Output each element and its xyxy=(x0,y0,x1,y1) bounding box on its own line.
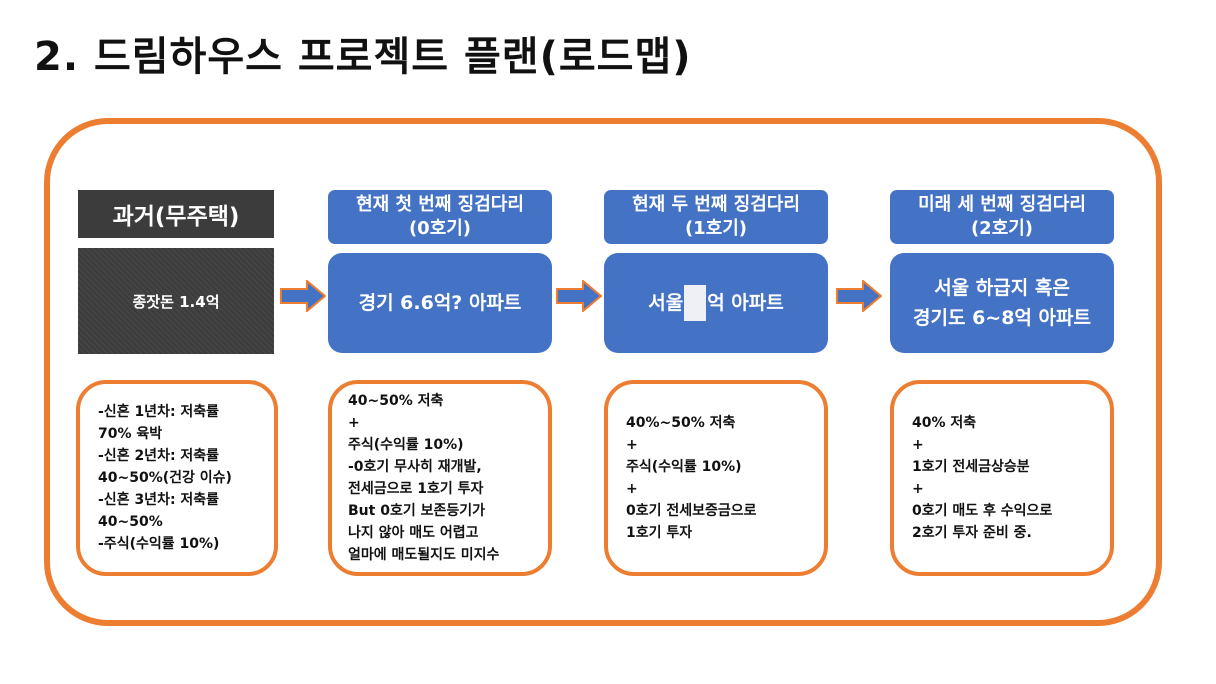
note-stage-2: 40% 저축 + 1호기 전세금상승분 + 0호기 매도 후 수익으로 2호기 … xyxy=(890,380,1114,576)
note-line: But 0호기 보존등기가 xyxy=(348,503,485,519)
note-line: -신혼 1년차: 저축률 xyxy=(98,404,220,420)
note-line: + xyxy=(626,481,638,497)
note-line: 전세금으로 1호기 투자 xyxy=(348,481,484,497)
stage-box-prefix: 서울 xyxy=(648,292,684,314)
stage-box-0: 경기 6.6억? 아파트 xyxy=(328,253,552,353)
stage-box-2: 서울 하급지 혹은 경기도 6~8억 아파트 xyxy=(890,253,1114,353)
stage-header-2: 미래 세 번째 징검다리 (2호기) xyxy=(890,190,1114,244)
note-line: -신혼 2년차: 저축률 xyxy=(98,448,220,464)
note-line: 주식(수익률 10%) xyxy=(348,437,464,453)
note-line: + xyxy=(348,415,360,431)
note-line: 40~50%(건강 이슈) xyxy=(98,470,232,486)
past-header: 과거(무주택) xyxy=(78,190,274,238)
arrow-right-icon xyxy=(836,280,882,312)
stage-box-text: 경기 6.6억? 아파트 xyxy=(358,292,522,314)
stage-header-1: 현재 두 번째 징검다리 (1호기) xyxy=(604,190,828,244)
stage-header-sub: (2호기) xyxy=(970,218,1034,239)
note-line: 40~50% xyxy=(98,514,163,530)
stage-header-sub: (1호기) xyxy=(684,218,748,239)
stage-box-text: 서울 하급지 혹은 xyxy=(934,277,1070,299)
roadmap-frame xyxy=(44,118,1162,626)
note-line: 주식(수익률 10%) xyxy=(626,459,742,475)
note-line: 40% 저축 xyxy=(912,415,977,431)
stage-box-suffix: 억 아파트 xyxy=(707,292,784,314)
stage-header-title: 미래 세 번째 징검다리 xyxy=(918,194,1086,215)
stage-header-title: 현재 첫 번째 징검다리 xyxy=(356,194,524,215)
stage-box-text-2: 경기도 6~8억 아파트 xyxy=(913,307,1091,329)
note-stage-1: 40%~50% 저축 + 주식(수익률 10%) + 0호기 전세보증금으로 1… xyxy=(604,380,828,576)
note-line: 0호기 매도 후 수익으로 xyxy=(912,503,1053,519)
note-line: 0호기 전세보증금으로 xyxy=(626,503,757,519)
note-line: 40%~50% 저축 xyxy=(626,415,736,431)
past-box: 종잣돈 1.4억 xyxy=(78,248,274,354)
arrow-right-icon xyxy=(556,280,602,312)
redacted-value-mask xyxy=(684,285,707,321)
page-title: 2. 드림하우스 프로젝트 플랜(로드맵) xyxy=(34,34,692,80)
note-line: + xyxy=(626,437,638,453)
note-line: 나지 않아 매도 어렵고 xyxy=(348,525,479,541)
note-line: 40~50% 저축 xyxy=(348,393,444,409)
note-line: 1호기 전세금상승분 xyxy=(912,459,1030,475)
note-past: -신혼 1년차: 저축률 70% 육박 -신혼 2년차: 저축률 40~50%(… xyxy=(76,380,278,576)
note-line: + xyxy=(912,481,924,497)
note-line: + xyxy=(912,437,924,453)
stage-header-0: 현재 첫 번째 징검다리 (0호기) xyxy=(328,190,552,244)
note-stage-0: 40~50% 저축 + 주식(수익률 10%) -0호기 무사히 재개발, 전세… xyxy=(328,380,552,576)
note-line: -신혼 3년차: 저축률 xyxy=(98,492,220,508)
note-line: -0호기 무사히 재개발, xyxy=(348,459,482,475)
stage-box-text: 서울 억 아파트 xyxy=(648,285,784,321)
stage-header-title: 현재 두 번째 징검다리 xyxy=(632,194,800,215)
note-line: 얼마에 매도될지도 미지수 xyxy=(348,547,500,563)
arrow-right-icon xyxy=(280,280,326,312)
stage-box-1: 서울 억 아파트 xyxy=(604,253,828,353)
note-line: 70% 육박 xyxy=(98,426,163,442)
note-line: 1호기 투자 xyxy=(626,525,693,541)
stage-header-sub: (0호기) xyxy=(408,218,472,239)
note-line: 2호기 투자 준비 중. xyxy=(912,525,1032,541)
note-line: -주식(수익률 10%) xyxy=(98,536,220,552)
